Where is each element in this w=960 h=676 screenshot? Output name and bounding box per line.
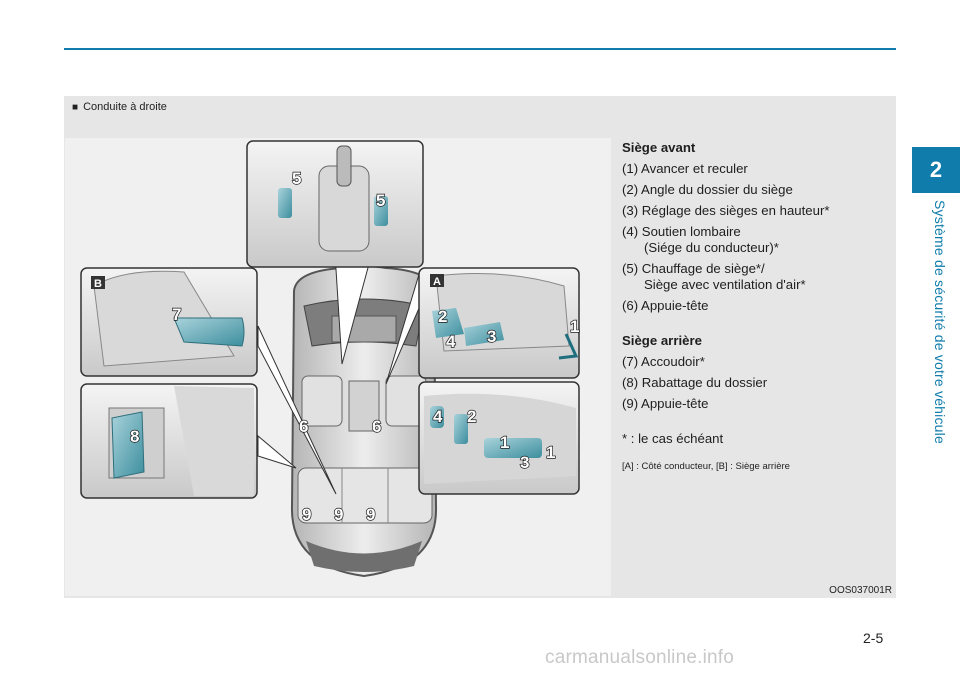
chapter-tab[interactable]: 2 bbox=[912, 147, 960, 193]
figure-caption: ■ Conduite à droite bbox=[72, 101, 167, 113]
chapter-number: 2 bbox=[929, 157, 943, 182]
list-item: (6) Appuie-tête bbox=[622, 298, 709, 313]
list-item: (1) Avancer et reculer bbox=[622, 161, 748, 176]
legend-note: [A] : Côté conducteur, [B] : Siège arriè… bbox=[622, 461, 790, 472]
callout-1c: 1 bbox=[546, 443, 555, 462]
rear-seat-heading: Siège arrière bbox=[622, 333, 702, 348]
image-code: OOS037001R bbox=[829, 585, 892, 596]
callout-4b: 4 bbox=[433, 407, 443, 426]
callout-6b: 6 bbox=[372, 417, 381, 436]
list-item: (8) Rabattage du dossier bbox=[622, 375, 768, 390]
front-seat-heading: Siège avant bbox=[622, 140, 696, 155]
callout-3a: 3 bbox=[487, 327, 496, 346]
callout-3b: 3 bbox=[520, 453, 529, 472]
watermark[interactable]: carmanualsonline.info bbox=[545, 647, 735, 668]
inset-seat-switches bbox=[418, 381, 580, 495]
list-item: (9) Appuie-tête bbox=[622, 396, 709, 411]
callout-2a: 2 bbox=[438, 307, 447, 326]
list-item: (2) Angle du dossier du siège bbox=[622, 182, 793, 197]
list-item: (4) Soutien lombaire(Siége du conducteur… bbox=[622, 224, 779, 255]
callout-9c: 9 bbox=[366, 505, 375, 524]
callout-1b: 1 bbox=[500, 433, 509, 452]
callout-2b: 2 bbox=[467, 407, 476, 426]
callout-9a: 9 bbox=[302, 505, 311, 524]
top-rule bbox=[64, 48, 896, 50]
inset-console bbox=[246, 140, 424, 268]
caption-text: Conduite à droite bbox=[83, 101, 167, 113]
inset-label-b: B bbox=[91, 276, 105, 290]
inset-rear-armrest bbox=[80, 267, 258, 377]
callout-1a: 1 bbox=[570, 317, 579, 336]
list-item: (3) Réglage des sièges en hauteur* bbox=[622, 203, 830, 218]
inset-fold-lever bbox=[80, 383, 258, 499]
callout-5a: 5 bbox=[292, 169, 301, 188]
chapter-title: Système de sécurité de votre véhicule bbox=[932, 200, 948, 444]
footnote-note: * : le cas échéant bbox=[622, 431, 724, 446]
label-a: A bbox=[433, 276, 441, 288]
callout-7: 7 bbox=[172, 305, 181, 324]
callout-9b: 9 bbox=[334, 505, 343, 524]
callout-4a: 4 bbox=[446, 332, 456, 351]
callout-6a: 6 bbox=[299, 417, 308, 436]
square-bullet-icon: ■ bbox=[72, 102, 79, 113]
page-number: 2-5 bbox=[863, 630, 884, 646]
seat-illustration: B A 5 5 7 8 2 3 4 1 4 2 1 1 3 6 6 9 9 9 bbox=[65, 138, 611, 596]
list-item: (7) Accoudoir* bbox=[622, 354, 705, 369]
list-item: (5) Chauffage de siège*/Siège avec venti… bbox=[622, 261, 806, 292]
inset-seat-side bbox=[418, 267, 580, 379]
seat-legend-list: Siège avant (1) Avancer et reculer (2) A… bbox=[622, 140, 892, 472]
callout-5b: 5 bbox=[376, 191, 385, 210]
inset-label-a: A bbox=[430, 274, 444, 288]
label-b: B bbox=[94, 278, 102, 290]
callout-8: 8 bbox=[130, 427, 139, 446]
